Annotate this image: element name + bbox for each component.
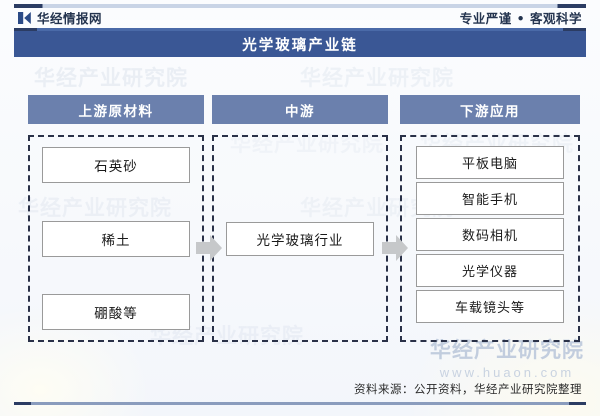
tagline: 专业严谨 • 客观科学: [459, 11, 582, 26]
brand-name: 华经情报网: [37, 11, 103, 26]
page-title: 光学玻璃产业链: [242, 37, 358, 54]
footer-divider: [14, 402, 586, 405]
node-item: 智能手机: [416, 182, 564, 215]
header-divider: [14, 28, 586, 31]
right-arrow-icon: [382, 235, 408, 261]
bowtie-logo-icon: [18, 11, 31, 24]
column-header-label: 中游: [285, 103, 315, 120]
node-item: 稀土: [42, 220, 190, 257]
column-header-midstream: 中游: [212, 95, 388, 124]
column-header-downstream: 下游应用: [400, 95, 580, 124]
column-body-midstream: 光学玻璃行业: [212, 135, 388, 342]
page-header: 华经情报网 专业严谨 • 客观科学: [0, 8, 600, 27]
column-midstream: 中游 光学玻璃行业: [212, 95, 388, 342]
source-note: 资料来源：公开资料，华经产业研究院整理: [354, 382, 582, 396]
right-arrow-icon: [196, 235, 222, 261]
node-item: 数码相机: [416, 218, 564, 251]
column-body-downstream: 平板电脑 智能手机 数码相机 光学仪器 车载镜头等: [400, 135, 580, 342]
brand: 华经情报网: [18, 8, 102, 27]
node-item: 平板电脑: [416, 146, 564, 179]
column-upstream: 上游原材料 石英砂 稀土 硼酸等: [28, 95, 204, 342]
node-item: 硼酸等: [42, 294, 190, 330]
column-header-label: 上游原材料: [78, 103, 154, 120]
column-header-label: 下游应用: [460, 103, 520, 120]
node-item: 石英砂: [42, 147, 190, 183]
value-chain-diagram: 上游原材料 石英砂 稀土 硼酸等 中游 光学玻璃行业 下游应用 平板电脑: [0, 57, 600, 377]
chart-title-bar: 光学玻璃产业链: [14, 31, 586, 57]
top-accent-strip: [14, 4, 586, 8]
node-item: 光学玻璃行业: [226, 221, 374, 256]
column-body-upstream: 石英砂 稀土 硼酸等: [28, 135, 204, 342]
column-downstream: 下游应用 平板电脑 智能手机 数码相机 光学仪器 车载镜头等: [400, 95, 580, 342]
node-item: 车载镜头等: [416, 290, 564, 323]
node-item: 光学仪器: [416, 254, 564, 287]
column-header-upstream: 上游原材料: [28, 95, 204, 124]
